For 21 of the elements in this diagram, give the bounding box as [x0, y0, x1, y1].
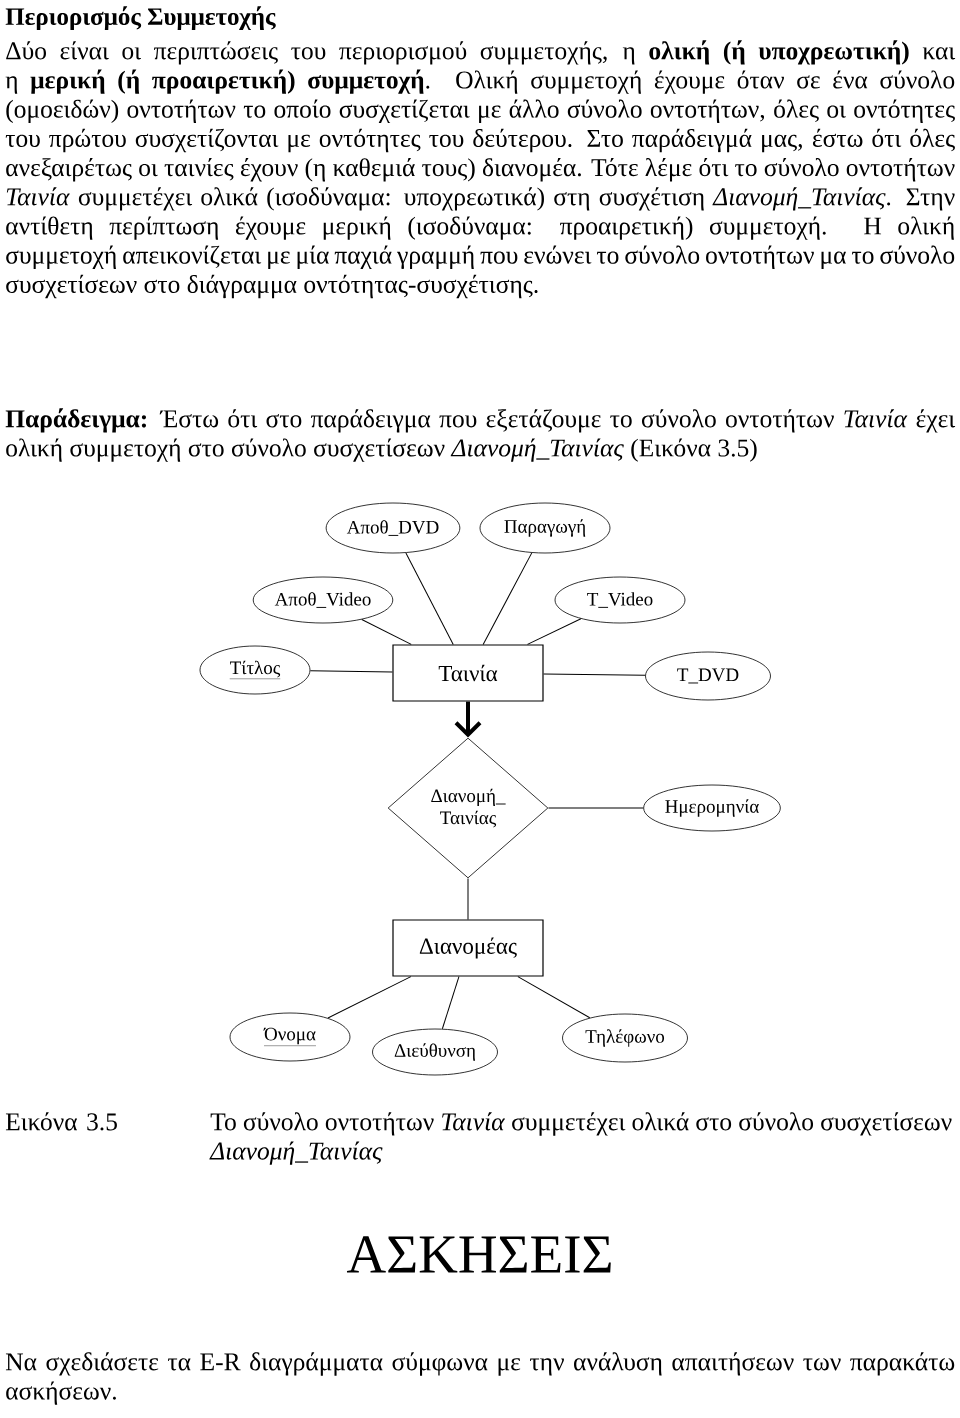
entity-box: Διανομέας — [392, 919, 544, 977]
connector-line — [527, 618, 582, 645]
caption-text: Το σύνολο οντοτήτων Ταινία συμμετέχει ολικά στο σύνολο συσχετίσεων Διανομή_Ταινίας — [209, 1112, 952, 1165]
connector-line — [327, 976, 412, 1019]
connector-line — [517, 976, 591, 1019]
paragraph: Παράδειγμα: Έστω ότι στο παράδειγμα που εξετάζουμε το σύνολο οντοτήτων Ταινία έχει ολική συμμετοχή στο σύνολο συσχετίσεων Διανομή_Ταινίας (Εικόνα 3.5) — [5, 408, 956, 462]
arrow — [454, 701, 482, 738]
connector-line — [309, 670, 393, 673]
connector-line — [441, 976, 460, 1030]
heading: Περιορισμός Συμμετοχής — [5, 6, 276, 31]
heading: ΑΣΚΗΣΕΙΣ — [347, 1236, 611, 1273]
connector-line — [547, 807, 644, 809]
entity-box: Ταινία — [392, 644, 544, 702]
connector-line — [543, 673, 646, 676]
connector-line — [361, 619, 412, 645]
connector-line — [467, 877, 469, 920]
paragraph: Να σχεδιάσετε τα E-R διαγράμματα σύμφωνα με την ανάλυση απαιτήσεων των παρακάτω ασκήσεων. — [5, 1352, 955, 1405]
paragraph: Δύο είναι οι περιπτώσεις του περιορισμού συμμετοχής, η ολική (ή υποχρεωτική) και η μερική (ή προαιρετική) συμμετοχή. Ολική συμμετοχή έχουμε όταν σε ένα σύνολο (ομοειδών) οντοτήτων το οποίο συσχετίζεται με άλλο σύνολο οντοτήτων, όλες οι οντότητες του πρώτου συσχετίζονται με οντότητες του δεύτερου. Στο παράδειγμά μας, έστω ότι όλες ανεξαιρέτως οι ταινίες έχουν (η καθεμιά τους) διανομέα. Τότε λέμε ότι το σύνολο οντοτήτων Ταινία συμμετέχει ολικά (ισοδύναμα: υποχρεωτικά) στη συσχέτιση Διανομή_Ταινίας. Στην αντίθετη περίπτωση έχουμε μερική (ισοδύναμα: προαιρετική) συμμετοχή. Η ολική συμμετοχή απεικονίζεται με μία παχιά γραμμή που ενώνει το σύνολο οντοτήτων μα το σύνολο συσχετίσεων στο διάγραμμα οντότητας-συσχέτισης. — [5, 40, 956, 299]
connector-line — [405, 552, 454, 645]
connector-line — [482, 552, 533, 645]
caption-number: Εικόνα 3.5 — [5, 1112, 117, 1131]
